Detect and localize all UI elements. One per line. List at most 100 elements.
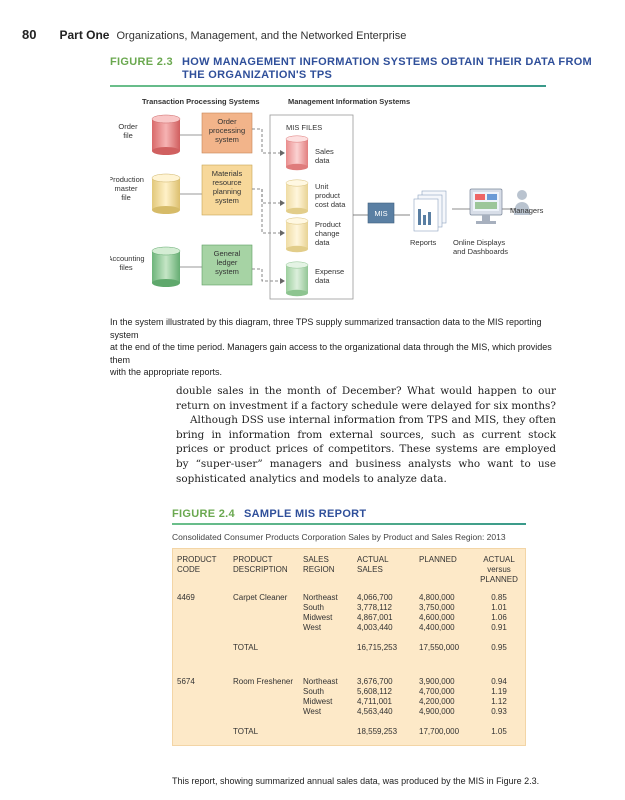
file-label: Production: [110, 175, 144, 184]
production-file-cylinder: [151, 173, 181, 214]
table-row: Midwest 4,867,001 4,600,000 1.06: [177, 613, 519, 623]
header-cell: PRODUCT: [177, 555, 217, 564]
figure-title-line: SAMPLE MIS REPORT: [244, 508, 367, 520]
system-label: resource: [212, 178, 241, 187]
table-row: South 3,778,112 3,750,000 1.01: [177, 603, 519, 613]
report-title: Consolidated Consumer Products Corporati…: [172, 532, 506, 542]
ratio-cell: 1.06: [491, 613, 507, 622]
actual-cell: 4,003,440: [357, 623, 393, 632]
product-block: 5674 Room Freshener Northeast 3,676,700 …: [177, 677, 519, 737]
report-header-row: PRODUCT PRODUCT SALES ACTUAL PLANNED ACT…: [177, 555, 519, 565]
system-label: Materials: [212, 169, 243, 178]
region-cell: Northeast: [303, 677, 338, 686]
ratio-cell: 1.12: [491, 697, 507, 706]
report-header-row: PLANNED: [177, 575, 519, 585]
table-row: Midwest 4,711,001 4,200,000 1.12: [177, 697, 519, 707]
region-cell: South: [303, 603, 324, 612]
caption-line: with the appropriate reports.: [110, 367, 223, 377]
region-cell: South: [303, 687, 324, 696]
file-system-connectors: [180, 134, 202, 268]
product-code: 4469: [177, 593, 195, 602]
order-file-cylinder: [151, 114, 181, 155]
mis-file-label: Expense: [315, 267, 344, 276]
file-label: Accounting: [110, 254, 145, 263]
accounting-file-cylinder: [151, 246, 181, 287]
actual-cell: 4,867,001: [357, 613, 393, 622]
mis-file-label: Unit: [315, 182, 329, 191]
part-title: Organizations, Management, and the Netwo…: [116, 30, 407, 42]
mis-file-label: data: [315, 156, 330, 165]
header-cell: REGION: [303, 565, 335, 574]
ratio-cell: 0.93: [491, 707, 507, 716]
total-ratio: 0.95: [491, 643, 507, 652]
mis-files-frame: [269, 114, 354, 300]
file-label: file: [123, 131, 133, 140]
system-label: Order: [217, 117, 237, 126]
system-label: ledger: [217, 258, 238, 267]
unit-cost-cylinder: [285, 179, 309, 215]
table-row: 4469 Carpet Cleaner Northeast 4,066,700 …: [177, 593, 519, 603]
figure-number: FIGURE 2.3: [110, 56, 173, 68]
header-cell: ACTUAL: [483, 555, 515, 564]
reports-stack-icon: [413, 190, 447, 232]
table-row: West 4,003,440 4,400,000 0.91: [177, 623, 519, 633]
online-displays-label: and Dashboards: [453, 247, 508, 256]
monitor-icon: [469, 188, 503, 224]
header-cell: SALES: [303, 555, 329, 564]
mis-file-label: Product: [315, 220, 342, 229]
system-label: system: [215, 267, 239, 276]
total-actual: 18,559,253: [357, 727, 398, 736]
mis-column-heading: Management Information Systems: [288, 97, 410, 106]
body-paragraph: Although DSS use internal information fr…: [176, 414, 556, 485]
mis-box: [367, 202, 395, 224]
figure-2-3-caption: In the system illustrated by this diagra…: [110, 316, 560, 379]
figure-title-line: THE ORGANIZATION'S TPS: [182, 69, 333, 81]
tps-file-labels: Order file Production master file Accoun…: [110, 122, 145, 272]
body-text: double sales in the month of December? W…: [176, 384, 556, 486]
file-label: Order: [118, 122, 138, 131]
product-block: 4469 Carpet Cleaner Northeast 4,066,700 …: [177, 593, 519, 653]
figure-number: FIGURE 2.4: [172, 508, 235, 520]
mis-file-label: Sales: [315, 147, 334, 156]
actual-cell: 4,563,440: [357, 707, 393, 716]
dashed-connector-arrowheads: [280, 150, 285, 284]
online-displays-label: Online Displays: [453, 238, 505, 247]
header-cell: CODE: [177, 565, 201, 574]
header-cell: SALES: [357, 565, 383, 574]
ratio-cell: 0.94: [491, 677, 507, 686]
expense-data-cylinder: [285, 261, 309, 297]
table-row: 5674 Room Freshener Northeast 3,676,700 …: [177, 677, 519, 687]
report-panel: PRODUCT PRODUCT SALES ACTUAL PLANNED ACT…: [172, 548, 526, 746]
header-cell: PLANNED: [480, 575, 518, 584]
general-ledger-system-box: [201, 244, 253, 286]
body-paragraph: double sales in the month of December? W…: [176, 385, 556, 412]
figure-2-4-caption: This report, showing summarized annual s…: [172, 776, 540, 786]
part-label: Part One: [59, 28, 110, 42]
product-description: Room Freshener: [233, 677, 294, 686]
header-cell: versus: [487, 565, 511, 574]
actual-cell: 3,778,112: [357, 603, 392, 612]
reports-label: Reports: [410, 238, 437, 247]
product-change-cylinder: [285, 217, 309, 253]
product-description: Carpet Cleaner: [233, 593, 288, 602]
mis-file-label: data: [315, 276, 330, 285]
table-row: West 4,563,440 4,900,000 0.93: [177, 707, 519, 717]
mis-connectors: [353, 208, 516, 216]
materials-planning-system-box: [201, 164, 253, 216]
mis-file-label: product: [315, 191, 341, 200]
planned-cell: 3,750,000: [419, 603, 455, 612]
total-label: TOTAL: [233, 643, 259, 652]
total-planned: 17,550,000: [419, 643, 460, 652]
figure-rule: [110, 85, 546, 87]
sales-data-cylinder: [285, 135, 309, 171]
header-cell: PRODUCT: [233, 555, 273, 564]
mis-file-label: change: [315, 229, 340, 238]
page-number: 80: [22, 27, 37, 42]
planned-cell: 4,700,000: [419, 687, 455, 696]
figure-rule: [172, 523, 526, 525]
ratio-cell: 0.85: [491, 593, 507, 602]
planned-cell: 4,600,000: [419, 613, 455, 622]
planned-cell: 4,900,000: [419, 707, 455, 716]
file-label: file: [121, 193, 131, 202]
tps-column-heading: Transaction Processing Systems: [142, 97, 260, 106]
